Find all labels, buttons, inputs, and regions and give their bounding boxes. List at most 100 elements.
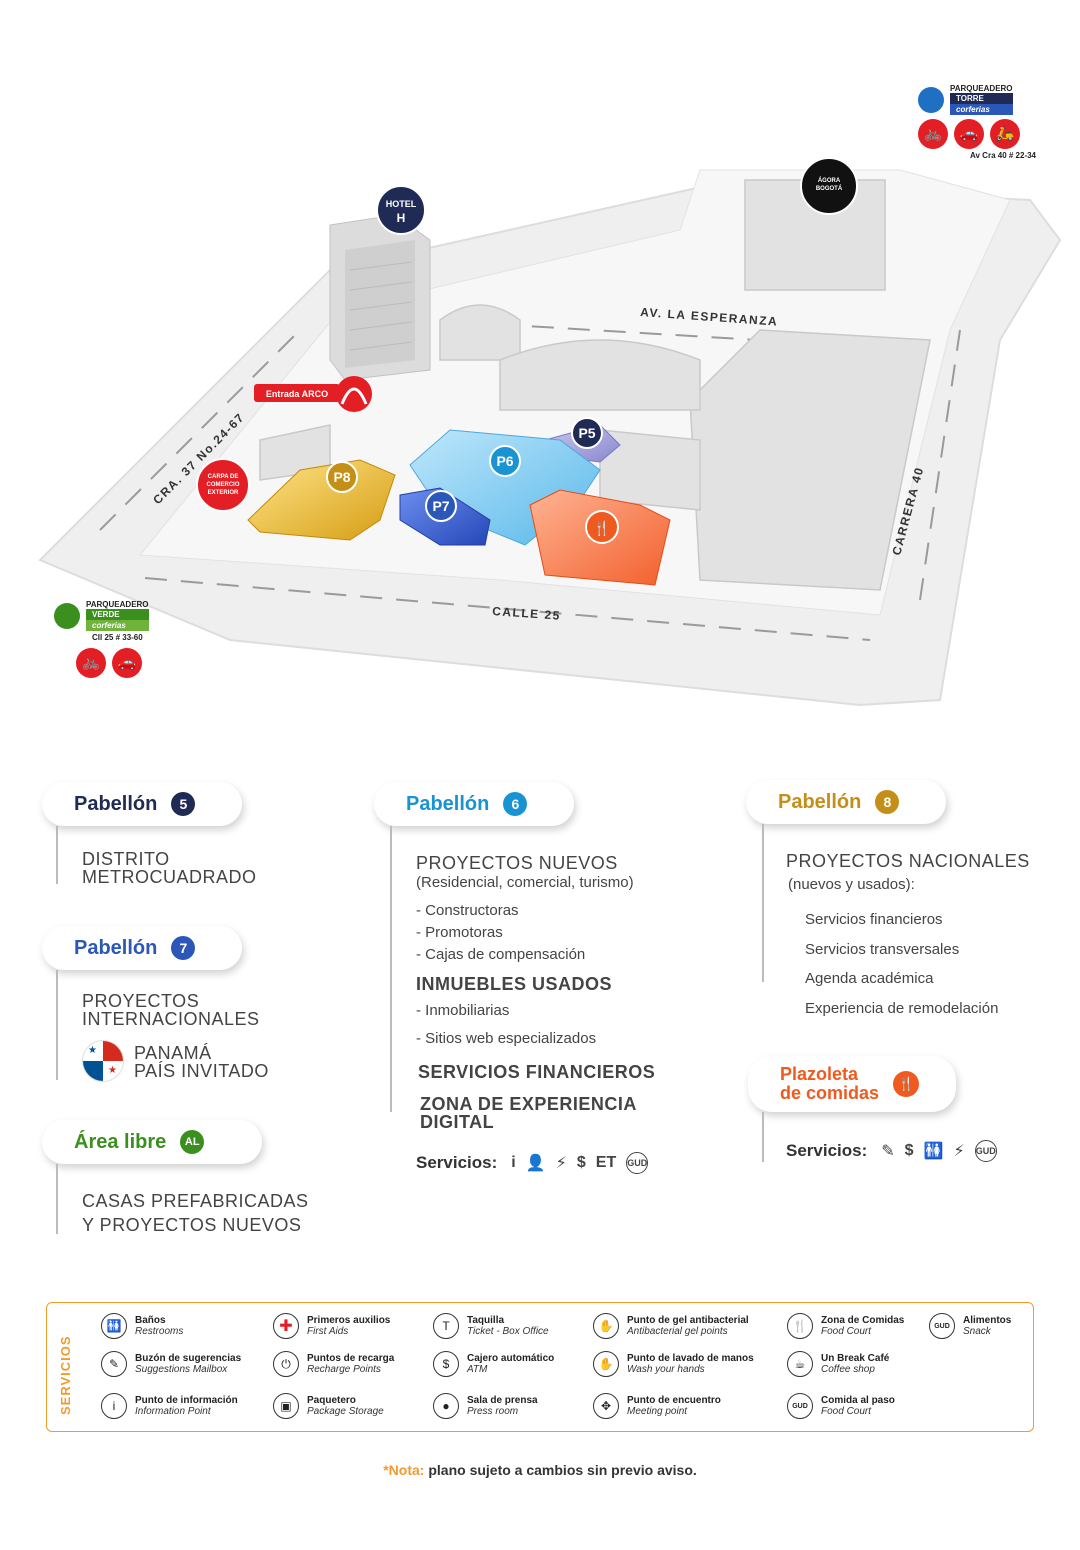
legend-item-label: Punto de gel antibacterial xyxy=(627,1315,749,1326)
legend-item-label: Paquetero xyxy=(307,1395,356,1406)
fork-knife-icon: 🍴 xyxy=(893,1071,920,1097)
services-label: Servicios: xyxy=(786,1141,868,1160)
legend-item-translation: Food Court xyxy=(821,1406,872,1417)
agora-bogota-marker[interactable]: ÁGORA BOGOTÁ xyxy=(800,157,858,215)
parking-torre-name: TORRE xyxy=(950,93,1013,104)
hotel-logo-icon: H xyxy=(397,211,406,225)
hand-wash-icon: ✋ xyxy=(593,1351,619,1377)
legend-item-label: Comida al paso xyxy=(821,1395,895,1406)
pabellon6-item: - Constructoras xyxy=(416,902,519,919)
meeting-point-icon: ✥ xyxy=(593,1393,619,1419)
legend-item-label: Puntos de recarga xyxy=(307,1353,395,1364)
agora-line1: ÁGORA xyxy=(818,177,841,184)
carpa-comercio-marker[interactable]: CARPA DE COMERCIO EXTERIOR xyxy=(196,458,250,512)
p7-marker[interactable]: P7 xyxy=(425,490,457,522)
p8-label: P8 xyxy=(333,469,350,485)
p8-marker[interactable]: P8 xyxy=(326,461,358,493)
pabellon5-line2: METROCUADRADO xyxy=(82,867,257,887)
pabellon8-tab[interactable]: Pabellón 8 xyxy=(746,780,946,824)
atm-icon: $ xyxy=(904,1142,914,1159)
pabellon6-title3: SERVICIOS FINANCIEROS xyxy=(418,1062,656,1082)
pabellon8-item: Agenda académica xyxy=(805,970,934,987)
recharge-point-icon: ⚡ xyxy=(953,1143,965,1160)
takeaway-food-icon: GUD xyxy=(787,1393,813,1419)
car-icon: 🚗 xyxy=(112,648,142,678)
parking-logo-icon xyxy=(918,86,944,113)
divider xyxy=(762,824,764,982)
legend-item-translation: Antibacterial gel points xyxy=(627,1326,728,1337)
legend-item-translation: Snack xyxy=(963,1326,991,1337)
parking-torre-brand: corferias xyxy=(950,104,1013,115)
takeaway-food-icon: GUD xyxy=(974,1140,997,1162)
food-court-marker[interactable]: 🍴 xyxy=(585,510,619,544)
divider xyxy=(56,1164,58,1234)
pabellon7-tab[interactable]: Pabellón 7 xyxy=(42,926,242,970)
p6-marker[interactable]: P6 xyxy=(489,445,521,477)
guest-country: PANAMÁ xyxy=(134,1043,212,1063)
parking-logo-icon xyxy=(54,602,80,629)
hotel-marker[interactable]: HOTEL H xyxy=(376,185,426,235)
antibacterial-gel-icon: ✋ xyxy=(593,1313,619,1339)
first-aid-icon: ✚ xyxy=(273,1313,299,1339)
car-icon: 🚗 xyxy=(954,119,984,149)
pabellon6-title4-line2: DIGITAL xyxy=(420,1112,495,1132)
pabellon8-title: PROYECTOS NACIONALES xyxy=(786,851,1030,871)
pabellon6-title2: INMUEBLES USADOS xyxy=(416,974,613,994)
guest-label: PAÍS INVITADO xyxy=(134,1061,269,1081)
parking-verde-title: PARQUEADERO xyxy=(86,600,149,609)
p6-label: P6 xyxy=(496,453,513,469)
bicycle-icon: 🚲 xyxy=(918,119,948,149)
area-libre-line1: CASAS PREFABRICADAS xyxy=(82,1191,309,1211)
entrada-arco-marker[interactable]: Entrada ARCO xyxy=(254,376,372,412)
coffee-shop-icon: ☕ xyxy=(787,1351,813,1377)
carpa-line2: COMERCIO xyxy=(207,482,240,488)
atm-icon: $ xyxy=(433,1351,459,1377)
pabellon5-number: 5 xyxy=(171,792,196,816)
pabellon8-item: Servicios financieros xyxy=(805,911,943,928)
arch-icon xyxy=(340,387,368,405)
parking-torre-address: Av Cra 40 # 22-34 xyxy=(970,151,1036,160)
divider xyxy=(390,826,392,1112)
panama-flag-icon: ★ ★ xyxy=(82,1040,124,1082)
suggestions-mailbox-icon: ✎ xyxy=(881,1143,895,1160)
note-prefix: *Nota: xyxy=(383,1462,425,1478)
pabellon7-line1: PROYECTOS xyxy=(82,991,200,1011)
pabellon6-item: - Promotoras xyxy=(416,924,503,941)
area-libre-tab[interactable]: Área libre AL xyxy=(42,1120,262,1164)
pabellon5-line1: DISTRITO xyxy=(82,849,170,869)
p5-marker[interactable]: P5 xyxy=(571,417,603,449)
legend-item-translation: Information Point xyxy=(135,1406,211,1417)
pabellon6-tab[interactable]: Pabellón 6 xyxy=(374,782,574,826)
parking-verde[interactable]: PARQUEADERO VERDE corferias Cll 25 # 33-… xyxy=(54,600,174,678)
legend-item-translation: Ticket - Box Office xyxy=(467,1326,549,1337)
legend-item-translation: ATM xyxy=(467,1364,488,1375)
motorcycle-icon: 🛵 xyxy=(990,119,1020,149)
legend-item-label: Taquilla xyxy=(467,1315,505,1326)
legend-item-label: Primeros auxilios xyxy=(307,1315,391,1326)
parking-torre[interactable]: PARQUEADERO TORRE corferias 🚲🚗🛵 Av Cra 4… xyxy=(918,84,1036,160)
entrada-label: Entrada ARCO xyxy=(266,389,328,399)
pavilion-p8-building xyxy=(247,459,396,541)
recharge-point-icon: ⚡ xyxy=(555,1155,567,1172)
legend-item-label: Cajero automático xyxy=(467,1353,555,1364)
legend-item-label: Punto de lavado de manos xyxy=(627,1353,754,1364)
restroom-icon: 🚻 xyxy=(101,1313,127,1339)
carpa-line3: EXTERIOR xyxy=(208,490,239,496)
pabellon8-label: Pabellón xyxy=(778,790,862,813)
pabellon7-line2: INTERNACIONALES xyxy=(82,1009,260,1029)
fork-knife-icon: 🍴 xyxy=(593,520,610,537)
pabellon5-tab[interactable]: Pabellón 5 xyxy=(42,782,242,826)
p7-label: P7 xyxy=(432,498,449,514)
plazoleta-line2: de comidas xyxy=(780,1083,880,1103)
parking-verde-address: Cll 25 # 33-60 xyxy=(92,633,143,642)
plazoleta-tab[interactable]: Plazoleta de comidas 🍴 xyxy=(748,1056,956,1112)
information-icon: i xyxy=(101,1393,127,1419)
legend-item-translation: Suggestions Mailbox xyxy=(135,1364,228,1375)
